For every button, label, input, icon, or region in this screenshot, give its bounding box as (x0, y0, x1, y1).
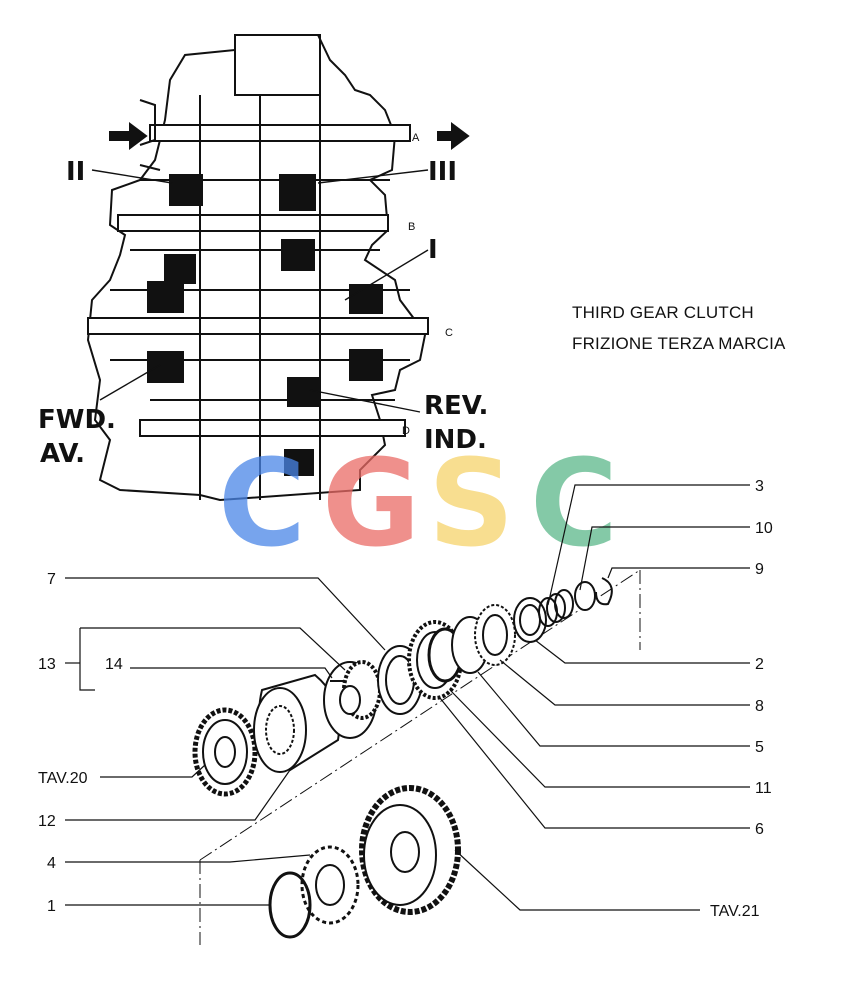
shaft-label-a: A (412, 132, 420, 144)
watermark-letter-4: C (530, 435, 618, 574)
callout-9: 9 (755, 561, 764, 578)
callout-14: 14 (105, 656, 123, 673)
diagram-title-en: THIRD GEAR CLUTCH (572, 303, 754, 322)
shaft-label-d: D (402, 425, 410, 437)
watermark: C G S C (218, 435, 618, 574)
label-reverse: REV. (424, 391, 488, 421)
watermark-letter-3: S (428, 435, 514, 574)
callout-1: 1 (47, 898, 56, 915)
callout-10: 10 (755, 520, 773, 537)
callout-tav21: TAV.21 (710, 903, 760, 920)
gear-tav20 (192, 707, 258, 797)
callout-11: 11 (755, 780, 772, 797)
hub-13 (323, 660, 382, 739)
callout-7: 7 (47, 571, 56, 588)
label-first-gear: I (428, 235, 438, 265)
label-forward-it: AV. (40, 439, 85, 469)
exploded-parts (192, 569, 641, 945)
leader-lines (65, 484, 750, 911)
diagram-title-it: FRIZIONE TERZA MARCIA (572, 334, 786, 353)
callout-3: 3 (755, 478, 764, 495)
callout-12: 12 (38, 813, 56, 830)
snap-ring-9 (595, 577, 613, 606)
shaft-label-b: B (408, 221, 415, 233)
callout-5: 5 (755, 739, 764, 756)
callout-2: 2 (755, 656, 764, 673)
label-third-gear: III (428, 157, 457, 187)
callout-13: 13 (38, 656, 56, 673)
label-second-gear: II (66, 157, 85, 187)
spring-3 (538, 589, 574, 627)
label-forward: FWD. (38, 405, 116, 435)
callout-4: 4 (47, 855, 56, 872)
washer-10 (574, 581, 596, 611)
clutch-drum-12 (253, 673, 341, 773)
callout-tav20: TAV.20 (38, 770, 88, 787)
oring-1 (268, 871, 312, 939)
callout-6: 6 (755, 821, 764, 838)
label-reverse-it: IND. (424, 425, 487, 455)
gear-tav21 (359, 785, 461, 915)
shaft-label-c: C (445, 327, 453, 339)
callout-8: 8 (755, 698, 764, 715)
transmission-cross-section (86, 34, 470, 502)
watermark-letter-2: G (322, 435, 421, 574)
piston-4 (300, 845, 360, 925)
watermark-letter-1: C (218, 435, 306, 574)
gear-plates-6-11 (407, 620, 463, 700)
